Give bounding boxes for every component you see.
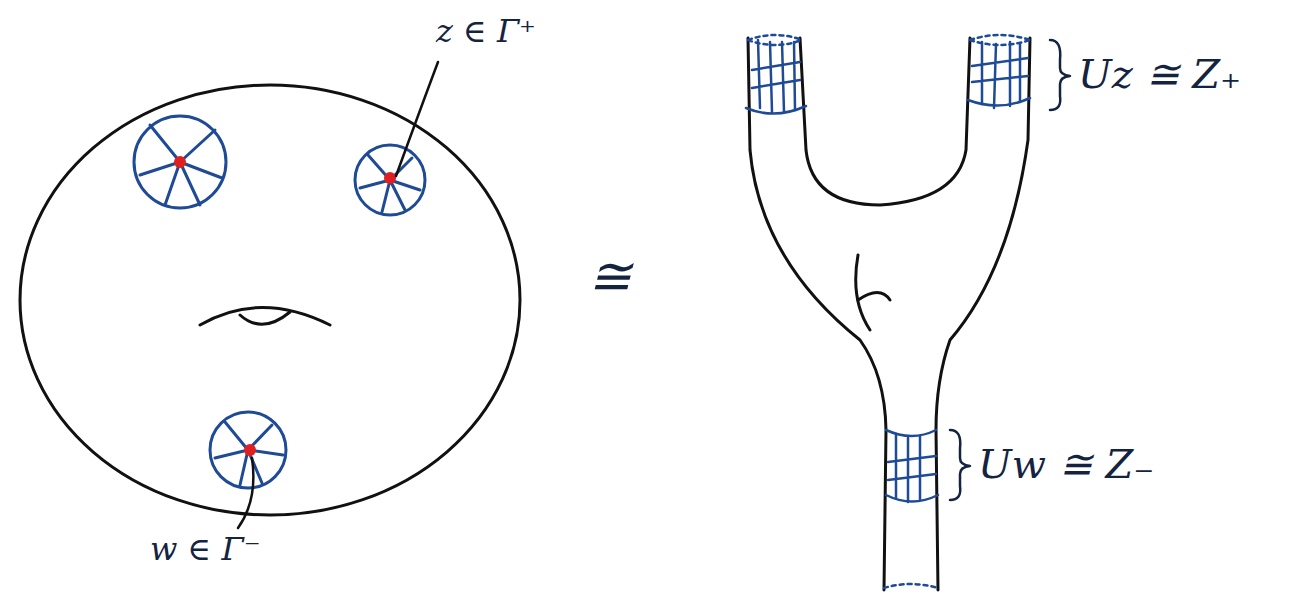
puncture-point [384,172,396,184]
brace [1050,40,1070,110]
puncture-disk [210,412,286,488]
end-neighbourhood [746,35,1030,588]
point-label: z ∈ Γ⁺ [436,14,536,49]
end-label: Uw ≅ Z₋ [978,442,1154,486]
puncture-point [244,444,256,456]
puncture-point [174,156,186,168]
closed-surface [20,85,520,515]
equivalence-sign: ≅ [588,248,632,305]
leader-line [396,62,438,176]
brace [950,430,970,500]
point-label: w ∈ Γ⁻ [150,532,261,567]
end-label: Uz ≅ Z₊ [1078,52,1241,96]
genus-hole [200,308,330,326]
cylindrical-surface [748,38,1030,590]
puncture-disk [355,145,425,215]
genus-hole [240,312,290,324]
leader-line [238,458,253,528]
puncture-disk [134,116,226,208]
